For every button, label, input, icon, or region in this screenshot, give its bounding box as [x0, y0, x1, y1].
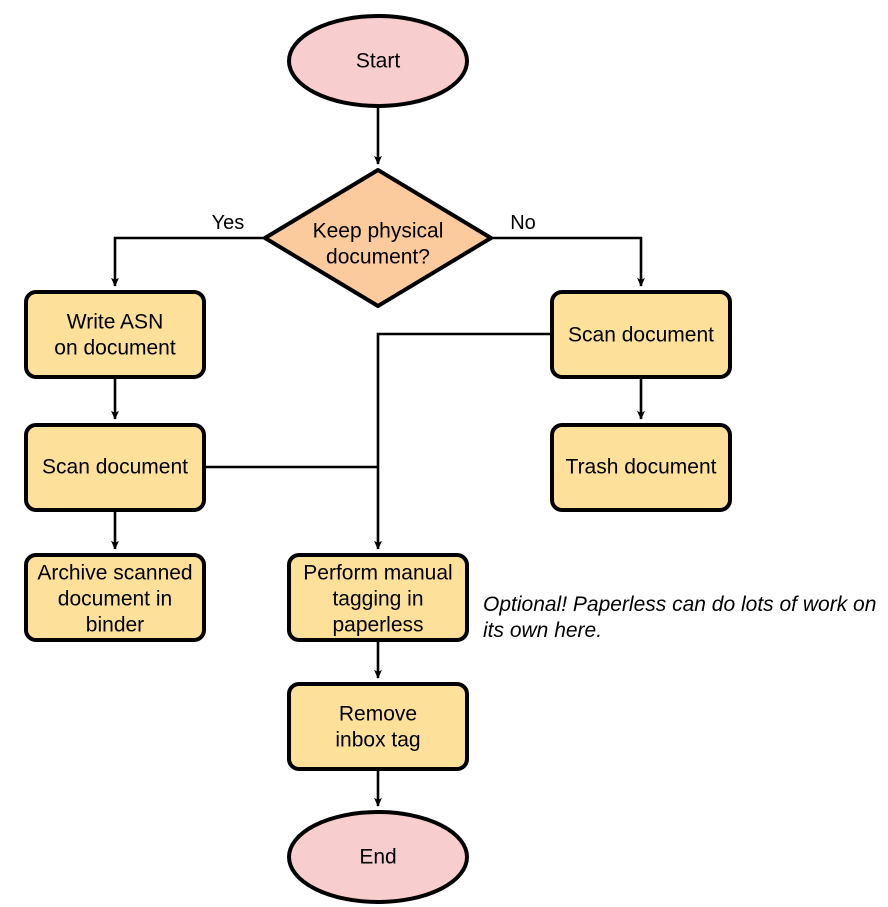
perform-manual-tagging-box[interactable]: [287, 553, 469, 642]
node-start[interactable]: Start: [287, 14, 469, 108]
edges-layer: [111, 106, 645, 807]
edge-scan-right-to-manual-tagging: [374, 332, 552, 550]
write-asn-on-document-label-line2: on document: [54, 337, 176, 360]
end-ellipse[interactable]: [287, 810, 469, 904]
remove-inbox-tag-box[interactable]: [287, 682, 469, 771]
node-trash-document[interactable]: Trash document: [550, 423, 732, 512]
edge-label-no: No: [510, 212, 536, 234]
node-remove-inbox-tag[interactable]: Remove inbox tag: [287, 682, 469, 771]
edge-labels-layer: Yes No: [212, 212, 536, 234]
start-ellipse[interactable]: [287, 14, 469, 108]
archive-scanned-document-label-line1: Archive scanned: [37, 562, 192, 585]
scan-document-right-label: Scan document: [568, 324, 714, 347]
node-perform-manual-tagging-in-paperless[interactable]: Perform manual tagging in paperless: [287, 553, 469, 642]
start-label: Start: [356, 50, 401, 73]
optional-note: Optional! Paperless can do lots of work …: [483, 593, 876, 642]
node-end[interactable]: End: [287, 810, 469, 904]
node-scan-document-left[interactable]: Scan document: [24, 423, 206, 512]
keep-physical-document-label-line1: Keep physical: [313, 220, 444, 243]
keep-physical-document-label-line2: document?: [326, 246, 430, 269]
perform-manual-tagging-label-line2: tagging in: [332, 588, 423, 611]
scan-document-right-box[interactable]: [550, 290, 732, 379]
node-keep-physical-document[interactable]: Keep physical document?: [263, 168, 493, 308]
scan-document-left-box[interactable]: [24, 423, 206, 512]
node-write-asn-on-document[interactable]: Write ASN on document: [24, 290, 206, 379]
trash-document-box[interactable]: [550, 423, 732, 512]
perform-manual-tagging-label-line1: Perform manual: [303, 562, 452, 585]
remove-inbox-tag-label-line2: inbox tag: [335, 729, 420, 752]
end-label: End: [359, 846, 396, 869]
archive-scanned-document-label-line2: document in: [58, 588, 172, 611]
write-asn-on-document-label-line1: Write ASN: [67, 311, 163, 334]
optional-note-line1: Optional! Paperless can do lots of work …: [483, 593, 876, 616]
perform-manual-tagging-label-line3: paperless: [332, 614, 423, 637]
remove-inbox-tag-label-line1: Remove: [339, 703, 417, 726]
edge-decision-yes-to-write-asn: [111, 236, 265, 287]
keep-physical-document-diamond[interactable]: [263, 168, 493, 308]
write-asn-on-document-box[interactable]: [24, 290, 206, 379]
archive-scanned-document-in-binder-box[interactable]: [24, 553, 206, 642]
scan-document-left-label: Scan document: [42, 456, 188, 479]
node-scan-document-right[interactable]: Scan document: [550, 290, 732, 379]
node-archive-scanned-document-in-binder[interactable]: Archive scanned document in binder: [24, 553, 206, 642]
edge-label-yes: Yes: [212, 212, 245, 234]
trash-document-label: Trash document: [566, 456, 717, 479]
archive-scanned-document-label-line3: binder: [86, 614, 144, 637]
edge-decision-no-to-scan-right: [491, 236, 645, 287]
optional-note-line2: its own here.: [483, 619, 602, 642]
